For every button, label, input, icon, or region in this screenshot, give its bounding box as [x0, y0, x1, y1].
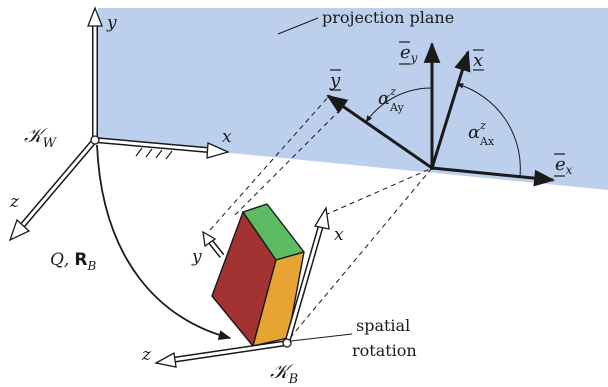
y-bar-label: y [329, 69, 341, 91]
alpha-ax-arc [456, 83, 521, 177]
e-x-vector [431, 166, 556, 187]
world-y-label: y [106, 13, 117, 33]
e-x-label: ex [554, 153, 573, 177]
spatial-rotation-leader [290, 333, 353, 342]
svg-text:y: y [329, 70, 341, 91]
alpha-ay-arc [365, 87, 433, 123]
svg-text:ey: ey [400, 42, 418, 65]
projection-plane-leader [277, 17, 319, 35]
e-y-label: ey [399, 41, 418, 65]
projection-lines [209, 94, 433, 339]
world-x-label: x [222, 127, 232, 147]
x-bar-vector [430, 49, 471, 169]
plane-origin [430, 166, 434, 170]
rotation-label: rotation [352, 341, 417, 360]
transform-label: 𝑄,RB [50, 250, 96, 273]
body-z-label: z [141, 345, 152, 365]
body-frame-axes [154, 206, 330, 368]
svg-text:x: x [473, 50, 483, 71]
body-y-label: y [191, 247, 202, 267]
projection-plane [98, 8, 608, 190]
svg-text:ex: ex [555, 154, 573, 177]
body-x-label: x [334, 225, 344, 245]
projected-vectors [326, 41, 556, 187]
projection-plane-label: projection plane [322, 8, 454, 27]
world-frame-axes [8, 6, 230, 242]
body-frame-label: 𝒦B [270, 359, 298, 387]
x-bar-label: x [473, 49, 484, 71]
y-bar-vector [326, 94, 433, 170]
world-z-label: z [9, 192, 20, 212]
world-frame-label: 𝒦W [24, 123, 58, 151]
spatial-label: spatial [356, 316, 410, 335]
body-box [211, 203, 305, 347]
transform-arrow [96, 144, 232, 341]
